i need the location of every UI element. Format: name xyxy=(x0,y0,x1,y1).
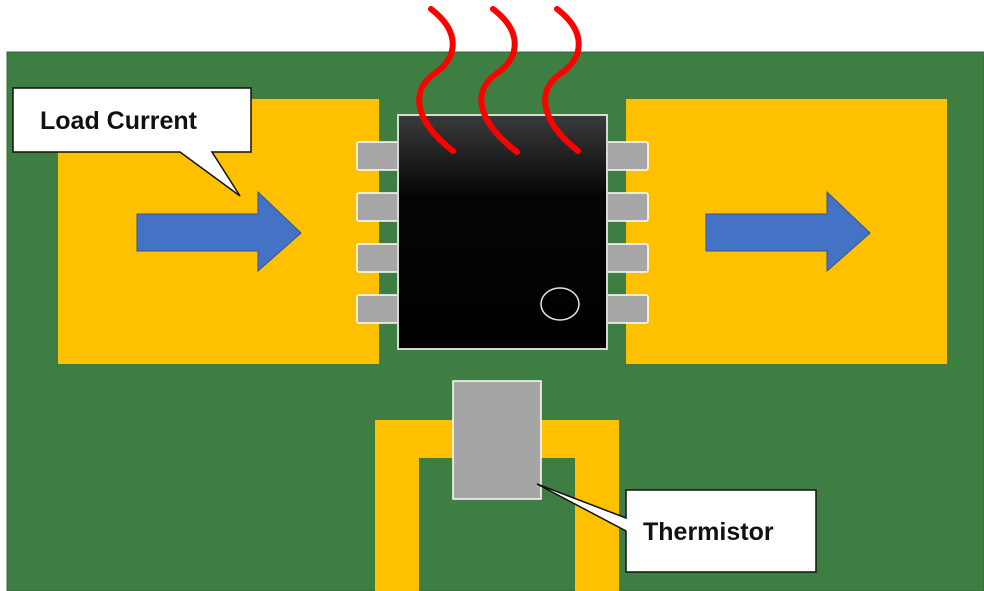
load-current-callout xyxy=(12,87,252,197)
ic-pin xyxy=(605,192,649,222)
heat-wave-icon xyxy=(416,6,456,154)
load-current-label: Load Current xyxy=(40,107,198,135)
thermistor-component xyxy=(452,380,542,500)
pin1-marker xyxy=(540,287,580,321)
current-arrow-left xyxy=(136,190,302,273)
ic-pin xyxy=(356,192,400,222)
heat-wave-icon xyxy=(478,6,520,155)
ic-pin xyxy=(605,294,649,324)
thermistor-callout xyxy=(536,483,817,573)
ic-pin xyxy=(356,141,400,171)
ic-pin xyxy=(356,243,400,273)
heat-waves xyxy=(416,6,582,155)
ic-pin xyxy=(605,243,649,273)
ic-chip-body xyxy=(397,114,608,350)
thermistor-label: Thermistor xyxy=(643,518,774,546)
ic-pin xyxy=(605,141,649,171)
ic-pins-right xyxy=(605,141,649,324)
current-arrow-right xyxy=(705,190,871,273)
ic-pin xyxy=(356,294,400,324)
heat-wave-icon xyxy=(542,6,582,154)
